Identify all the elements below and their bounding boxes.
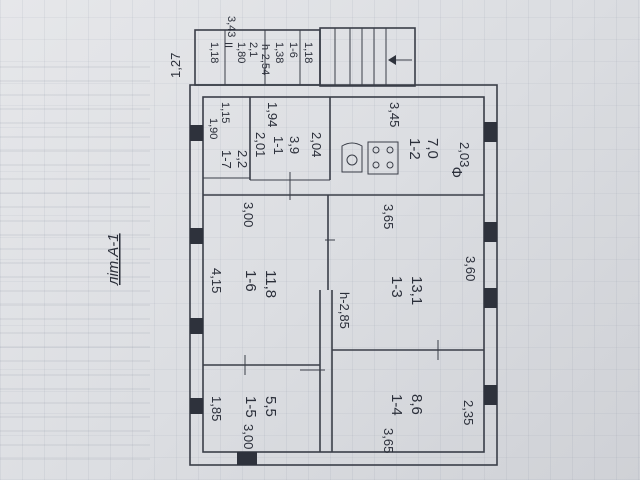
window-right-4 <box>484 385 497 405</box>
dim-r11-top: 1,94 <box>265 102 280 127</box>
outer-wall-inner <box>202 96 485 453</box>
dim-height: h-2,85 <box>337 292 352 329</box>
window-bottom <box>237 452 257 465</box>
sink-icon <box>341 142 363 173</box>
heater-symbol: Ф <box>449 167 466 178</box>
room-13-id: 1-3 <box>388 276 405 298</box>
dim-r12-right: 2,03 <box>457 142 472 167</box>
room-16-id: 1-6 <box>242 270 259 292</box>
dim-r13-top: 3,65 <box>381 204 396 229</box>
bleed-through-text <box>0 60 150 460</box>
room-17-area: 2,2 <box>235 150 250 168</box>
dim-r11-right: 2,04 <box>309 132 324 157</box>
dim-r16-top: 3,00 <box>241 202 256 227</box>
door-ticks <box>244 172 439 375</box>
porch-area: 2,1 <box>247 42 259 57</box>
dim-porch-w1: 1,18 <box>208 42 220 63</box>
dim-r11-left: 2,01 <box>253 132 268 157</box>
stairs-arrow-head <box>388 55 396 65</box>
dim-r14-right: 2,35 <box>461 400 476 425</box>
room-11-id: 1-1 <box>271 136 286 155</box>
dim-r16-left: 4,15 <box>209 268 224 293</box>
room-17-id: 1-7 <box>219 150 234 169</box>
room-17b-area: 1,18 <box>302 42 314 63</box>
dim-r15-left: 1,85 <box>209 396 224 421</box>
room-14-id: 1-4 <box>388 394 405 416</box>
room-11-area: 3,9 <box>287 136 302 154</box>
dim-porch-w2: 1,80 <box>235 42 247 63</box>
room-12-id: 1-2 <box>406 138 423 160</box>
outer-wall-outer <box>189 84 498 466</box>
dim-porch-left-h: 1,27 <box>168 53 183 78</box>
room-15-id: 1-5 <box>242 396 259 418</box>
window-left-4 <box>190 398 203 414</box>
dim-porch-w3: 1,38 <box>273 42 285 63</box>
dim-r13-right: 3,60 <box>463 256 478 281</box>
window-right-2 <box>484 222 497 242</box>
room-13-area: 13,1 <box>408 276 425 305</box>
stove-icon <box>367 141 399 175</box>
dim-r17-w: 1,15 <box>219 102 231 123</box>
room-12-area: 7,0 <box>424 138 441 159</box>
plan-title: літ.А-1 <box>105 233 122 286</box>
window-right-1 <box>484 122 497 142</box>
dim-porch-top: 3,43 <box>225 16 237 37</box>
room-16-area: 11,8 <box>262 270 279 298</box>
window-right-3 <box>484 288 497 308</box>
dim-r17-h: 1,90 <box>207 118 219 139</box>
stair-steps <box>334 28 387 86</box>
room-17b-id: 1-6 <box>287 42 299 58</box>
window-left-2 <box>190 228 203 244</box>
stairs-outline <box>319 27 416 87</box>
room-15-area: 5,5 <box>262 396 279 417</box>
porch-id: II <box>222 42 234 48</box>
room-14-area: 8,6 <box>408 394 425 415</box>
window-left-3 <box>190 318 203 334</box>
porch-height: h-2,54 <box>259 44 271 75</box>
dim-r15-bottom: 3,00 <box>241 424 256 449</box>
window-left-1 <box>190 125 203 141</box>
dim-r14-bottom: 3,65 <box>381 428 396 453</box>
dim-r12-top: 3,45 <box>387 102 402 127</box>
